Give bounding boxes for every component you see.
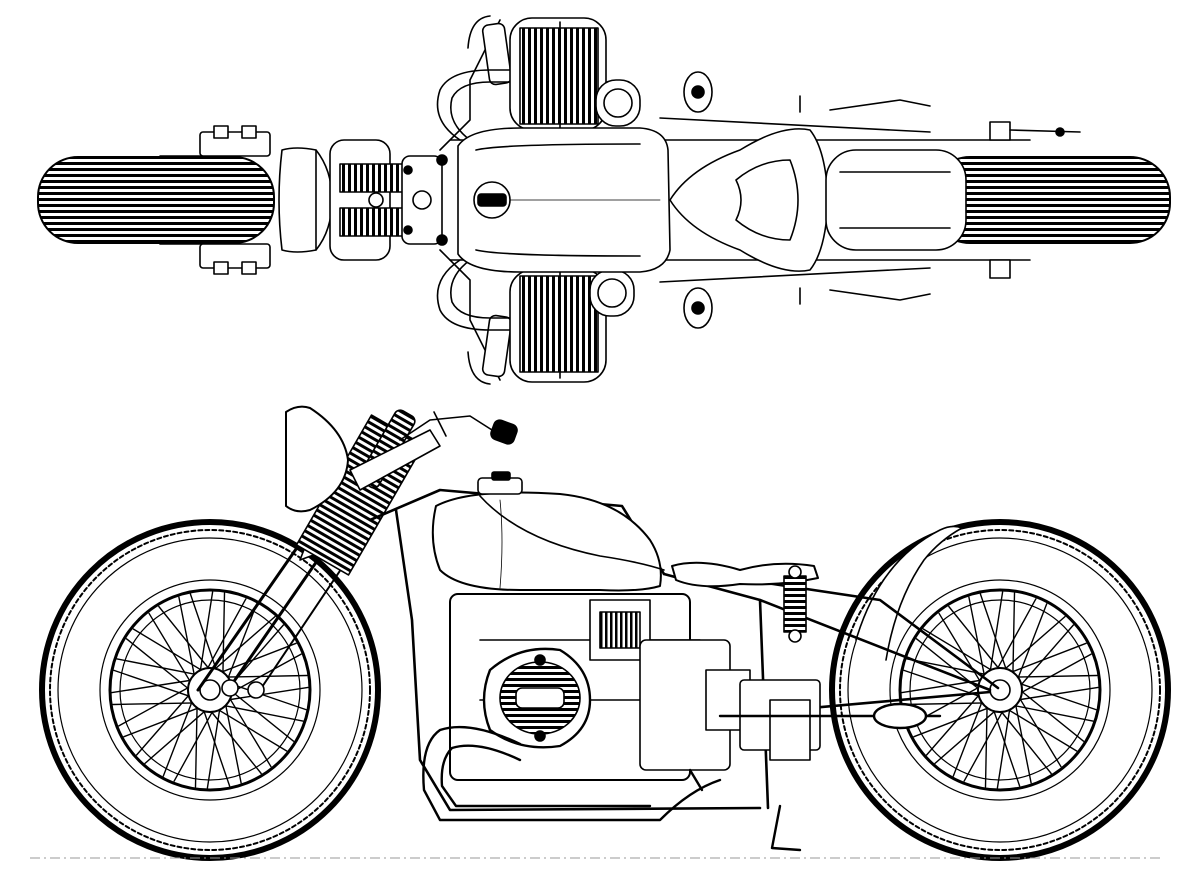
cylinder-right-top: [509, 269, 635, 383]
spoke: [1019, 624, 1075, 688]
seat-side: [671, 561, 819, 588]
kickstand-side: [688, 768, 802, 852]
spoke: [1016, 603, 1048, 681]
spoke: [209, 709, 262, 775]
spoke: [132, 628, 204, 672]
exhaust-pipes-top: [436, 69, 521, 331]
spoke: [116, 658, 198, 676]
seat-top: [669, 128, 829, 272]
spoke: [984, 704, 988, 788]
spoke: [999, 709, 1052, 775]
headlight-top: [278, 147, 333, 253]
handlebar-side: [399, 411, 518, 445]
rear-shock-side: [783, 565, 807, 643]
spoke: [189, 593, 218, 672]
spoke: [222, 704, 304, 722]
spoke: [226, 686, 309, 701]
spoke: [1018, 682, 1097, 711]
side-view: [39, 405, 1171, 861]
spoke: [135, 692, 192, 756]
front-axle-top: [159, 125, 271, 275]
spoke: [1006, 708, 1078, 752]
fork-springs-top: [329, 139, 448, 261]
fuel-tank-side: [431, 471, 665, 592]
front-tire-top: [37, 156, 275, 244]
front-fork-side: [196, 409, 441, 699]
spoke: [158, 605, 211, 671]
spoke: [979, 593, 1008, 672]
spoke: [194, 704, 198, 788]
cylinder-left-top: [509, 17, 641, 131]
cylinder-head-side: [482, 647, 592, 749]
rear-axle-top: [989, 121, 1081, 279]
rear-fender-top: [825, 99, 967, 301]
spoke: [118, 685, 192, 727]
valve-covers-top: [683, 71, 713, 329]
rear-fender-side: [855, 525, 963, 661]
spoke: [226, 603, 258, 681]
spoke: [228, 682, 307, 711]
spoke: [948, 605, 1001, 671]
top-view: [37, 15, 1171, 385]
exhaust-pipe-side: [422, 702, 942, 822]
spoke: [1016, 686, 1099, 701]
rear-wheel-side: [829, 519, 1171, 861]
spoke: [162, 699, 194, 777]
fuel-tank-top: [457, 127, 671, 273]
spoke: [216, 708, 288, 752]
spoke: [1012, 704, 1094, 722]
headlight-side: [285, 405, 349, 513]
spoke: [922, 628, 994, 672]
front-wheel-side: [39, 519, 381, 861]
spoke: [111, 679, 194, 694]
spoke: [925, 692, 981, 756]
spoke: [1012, 592, 1016, 676]
spoke: [202, 708, 231, 787]
spoke: [952, 699, 984, 777]
front-spokes: [111, 591, 309, 789]
spoke: [222, 592, 226, 676]
spoke: [992, 708, 1021, 787]
